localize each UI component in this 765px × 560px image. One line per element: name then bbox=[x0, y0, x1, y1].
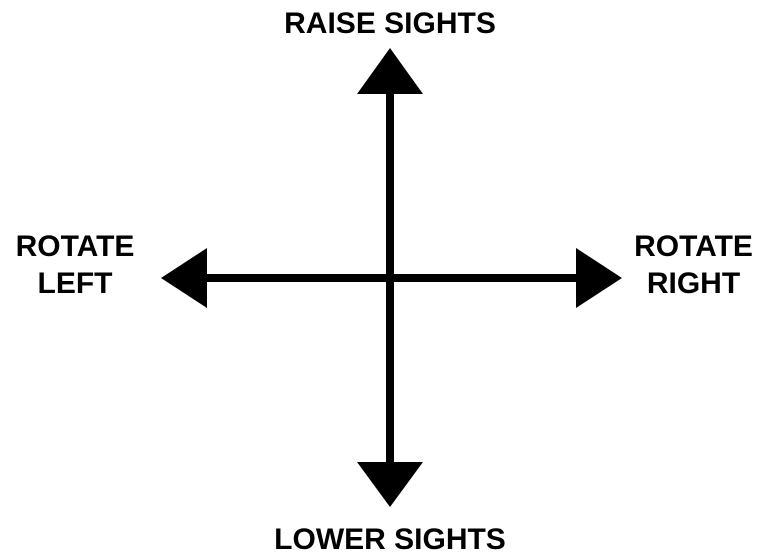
rotate-left-line2: LEFT bbox=[37, 267, 113, 300]
lower-sights-text: LOWER SIGHTS bbox=[274, 523, 506, 556]
up-arrow-icon bbox=[357, 48, 423, 94]
rotate-right-line2: RIGHT bbox=[646, 267, 741, 300]
rotate-left-label: ROTATE LEFT bbox=[0, 228, 150, 302]
rotate-left-line1: ROTATE bbox=[15, 230, 135, 263]
rotate-right-label: ROTATE RIGHT bbox=[622, 228, 765, 302]
raise-sights-label: RAISE SIGHTS bbox=[240, 5, 540, 42]
right-arrow-icon bbox=[576, 248, 622, 308]
rotate-right-line1: ROTATE bbox=[634, 230, 753, 263]
left-arrow-icon bbox=[161, 248, 207, 308]
down-arrow-icon bbox=[357, 462, 423, 507]
raise-sights-text: RAISE SIGHTS bbox=[284, 7, 496, 40]
lower-sights-label: LOWER SIGHTS bbox=[240, 521, 540, 558]
